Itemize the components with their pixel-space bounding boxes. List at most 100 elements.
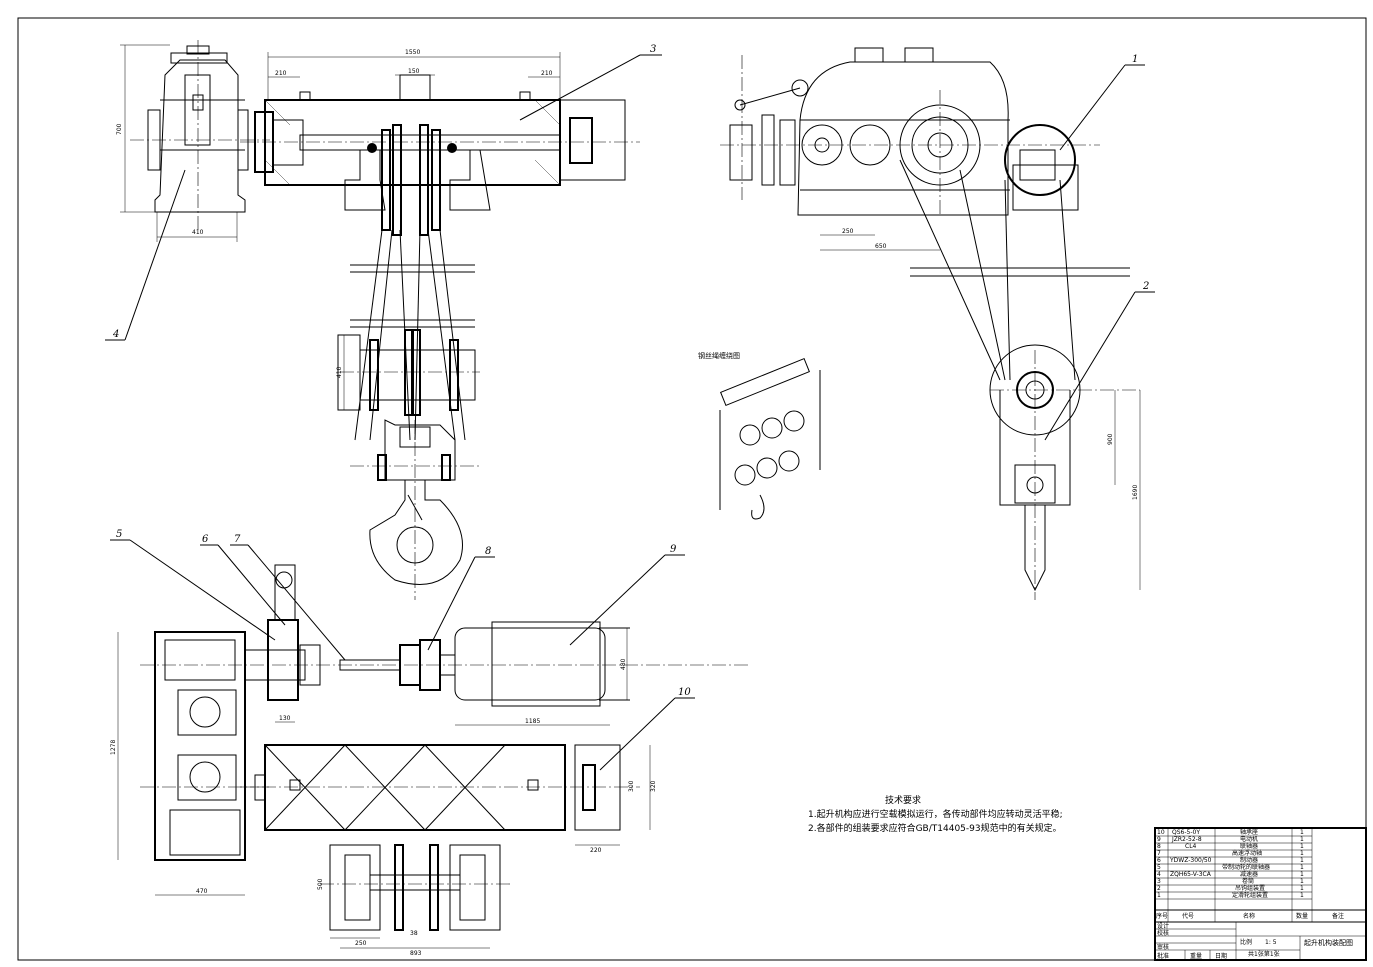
row-code: ZQH65-V-3CA: [1170, 871, 1212, 878]
scale-label: 比例: [1240, 938, 1252, 946]
row-qty: 1: [1300, 864, 1304, 871]
drawing-title: 起升机构装配图: [1304, 938, 1353, 947]
row-no: 10: [1157, 829, 1165, 836]
dim-1690: 1690: [1132, 485, 1139, 500]
rope-reeving-sketch: 钢丝绳缠绕图: [698, 351, 821, 520]
dim-470: 470: [196, 888, 208, 895]
label-approve: 批准: [1157, 952, 1169, 960]
sheet-info: 共1张第1张: [1248, 950, 1280, 958]
row-no: 3: [1157, 878, 1161, 885]
dim-480: 480: [620, 658, 627, 670]
tech-req-line-1: 1.起升机构应进行空载模拟运行，各传动部件均应转动灵活平稳;: [808, 808, 1063, 820]
row-name: 卷筒: [1242, 877, 1254, 885]
hook-block-front: 410: [336, 229, 480, 600]
dim-900: 900: [1107, 433, 1114, 445]
dim-210-left: 210: [275, 70, 287, 77]
dim-500: 500: [317, 878, 324, 890]
row-name: 吊钩组装置: [1235, 884, 1265, 892]
row-qty: 1: [1300, 885, 1304, 892]
row-qty: 1: [1300, 843, 1304, 850]
dim-650: 650: [875, 243, 887, 250]
row-no: 2: [1157, 885, 1161, 892]
balloon-5: 5: [116, 529, 122, 540]
row-name: 轴承座: [1240, 828, 1258, 836]
date-label: 日期: [1215, 952, 1227, 960]
label-design: 设计: [1157, 922, 1169, 930]
row-code: QS6-5-0Y: [1172, 829, 1200, 836]
parts-list-grid: [1155, 828, 1366, 960]
side-elevation: 250 650 900 1690: [720, 47, 1141, 600]
dim-320: 320: [650, 780, 657, 792]
dim-410-top: 410: [192, 229, 204, 236]
row-name: 高速浮动轴: [1232, 849, 1262, 857]
row-no: 7: [1157, 850, 1161, 857]
row-qty: 1: [1300, 857, 1304, 864]
tech-req-line-2: 2.各部件的组装要求应符合GB/T14405-93规范中的有关规定。: [808, 822, 1062, 834]
dim-210-right: 210: [541, 70, 553, 77]
sheave-block-plan: 250 893 38 500: [317, 844, 510, 957]
weight-label: 重量: [1190, 952, 1202, 960]
row-qty: 1: [1300, 836, 1304, 843]
row-name: 电动机: [1240, 835, 1258, 843]
header-name: 名称: [1243, 912, 1255, 920]
dim-220: 220: [590, 847, 602, 854]
technical-requirements: 技术要求 1.起升机构应进行空载模拟运行，各传动部件均应转动灵活平稳; 2.各部…: [808, 794, 1063, 834]
row-qty: 1: [1300, 892, 1304, 899]
dim-38: 38: [410, 930, 418, 937]
row-code: JZR2-52-8: [1171, 836, 1202, 843]
dim-130: 130: [279, 715, 291, 722]
reducer-side-view: 700 410: [116, 40, 270, 242]
row-no: 8: [1157, 843, 1161, 850]
dim-700: 700: [116, 123, 123, 135]
row-name: 减速器: [1240, 870, 1258, 878]
row-qty: 1: [1300, 850, 1304, 857]
balloon-3: 3: [650, 44, 656, 55]
drive-plan-view: 480 1185 1278 470 130: [110, 564, 750, 896]
dim-150: 150: [408, 68, 420, 75]
row-no: 1: [1157, 892, 1161, 899]
balloon-leaders: 1 2 3 4 5 6 7 8 9 10: [105, 44, 1155, 771]
row-name: 带制动轮的联轴器: [1222, 863, 1270, 871]
row-name: 制动器: [1240, 856, 1258, 864]
dim-250-bottom: 250: [355, 940, 367, 947]
row-no: 6: [1157, 857, 1161, 864]
header-code: 代号: [1182, 912, 1194, 920]
dim-1278: 1278: [110, 740, 117, 755]
row-code: CL4: [1185, 843, 1197, 850]
rope-reeving-label: 钢丝绳缠绕图: [698, 351, 740, 360]
tech-req-title: 技术要求: [885, 794, 921, 806]
balloon-10: 10: [678, 687, 691, 698]
row-qty: 1: [1300, 878, 1304, 885]
balloon-6: 6: [202, 534, 209, 545]
balloon-9: 9: [670, 544, 677, 555]
label-review: 审核: [1157, 943, 1169, 951]
dim-893: 893: [410, 950, 422, 957]
dim-250: 250: [842, 228, 854, 235]
header-note: 备注: [1332, 912, 1344, 920]
balloon-4: 4: [112, 329, 119, 340]
balloon-1: 1: [1132, 54, 1138, 65]
row-name: 定滑轮组装置: [1232, 891, 1268, 899]
row-code: YDWZ-300/50: [1169, 857, 1212, 864]
row-no: 4: [1157, 871, 1161, 878]
dim-1185: 1185: [525, 718, 540, 725]
drum-assembly: 1550 210 210 150: [240, 49, 640, 236]
scale-value: 1: 5: [1265, 939, 1277, 946]
balloon-8: 8: [485, 546, 491, 557]
header-qty: 数量: [1296, 912, 1308, 920]
row-no: 9: [1157, 836, 1161, 843]
title-block: 10 QS6-5-0Y 轴承座 1 9 JZR2-52-8 电动机 1 8 CL…: [1154, 827, 1367, 961]
balloon-2: 2: [1142, 281, 1149, 292]
row-qty: 1: [1300, 829, 1304, 836]
row-qty: 1: [1300, 871, 1304, 878]
row-name: 联轴器: [1240, 842, 1258, 850]
balloon-7: 7: [234, 534, 241, 545]
drum-plan-view: 220 320 300: [240, 744, 657, 854]
dim-1550: 1550: [405, 49, 420, 56]
header-no: 序号: [1156, 912, 1168, 920]
dim-410-hook: 410: [336, 366, 343, 378]
row-no: 5: [1157, 864, 1161, 871]
label-check: 校核: [1157, 929, 1169, 937]
dim-300: 300: [628, 780, 635, 792]
